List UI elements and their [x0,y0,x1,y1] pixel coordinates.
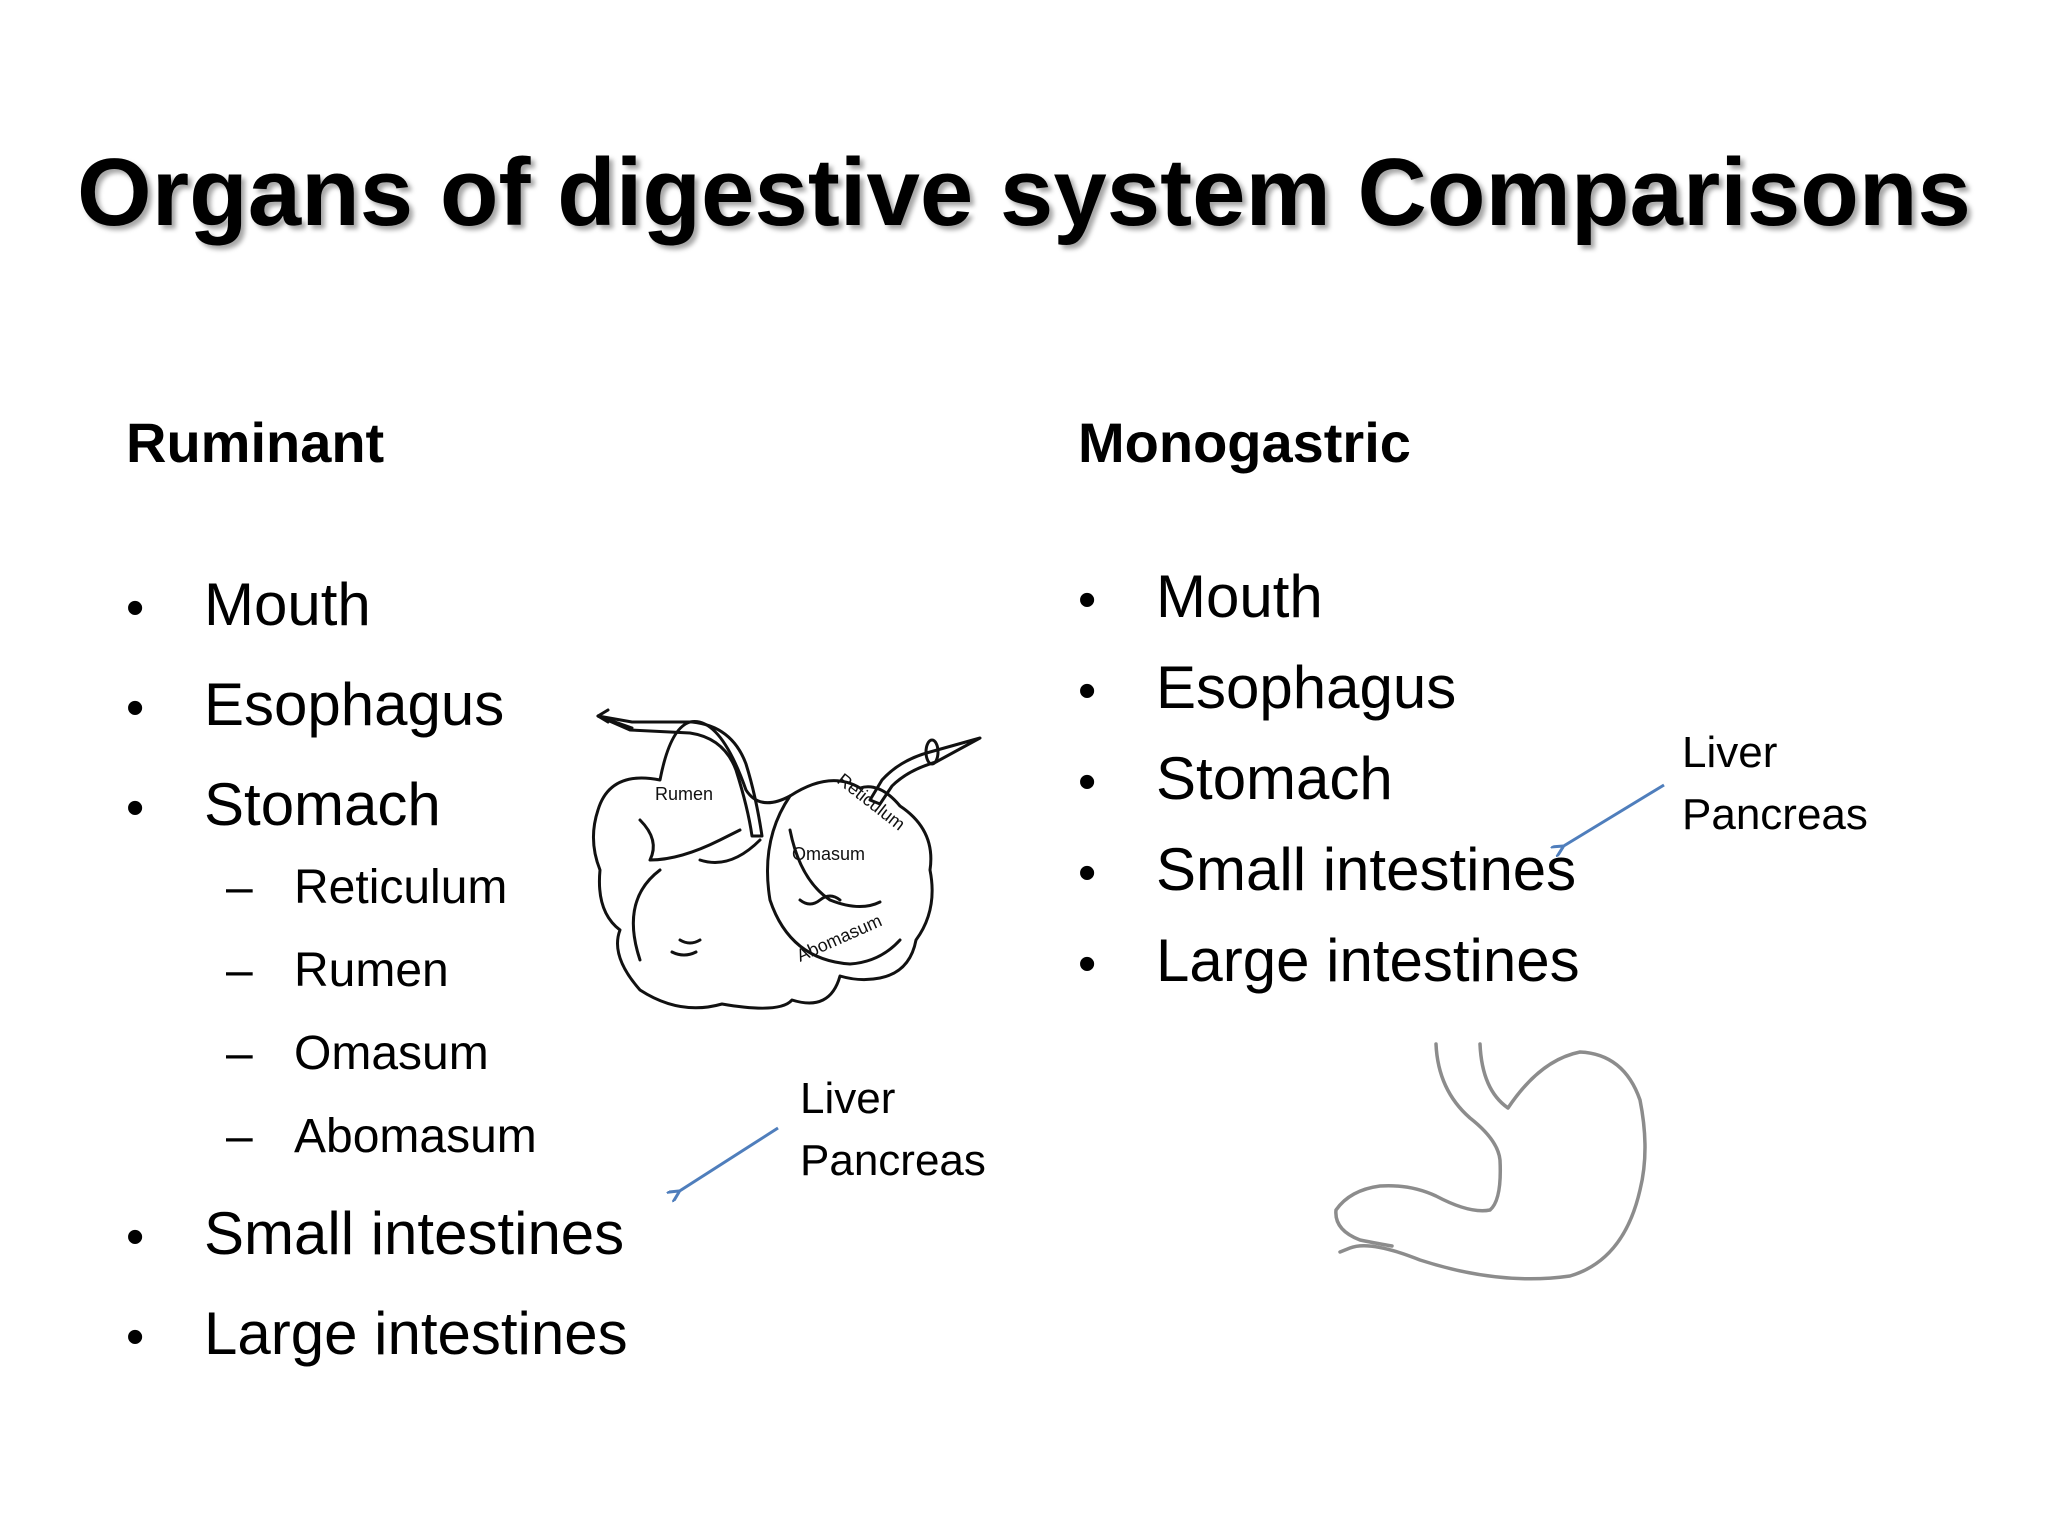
omasum-diagram-label: Omasum [792,844,865,864]
list-item: •Esophagus [1078,654,1457,721]
monogastric-heading: Monogastric [1078,411,1411,474]
entry-arrowhead-icon [596,708,610,724]
dash-icon: – [226,1110,253,1163]
list-item: –Rumen [226,944,449,997]
esophagus-tube-shape [596,714,764,838]
ruminant-heading: Ruminant [126,411,385,474]
rumen-fold-shape [698,838,762,864]
list-item: –Abomasum [226,1110,537,1163]
ruminant-accessory-note: Liver Pancreas [800,1074,986,1185]
bullet-icon: • [126,1308,145,1366]
list-item: •Mouth [126,571,371,638]
ruminant-arrow-icon [678,1126,779,1192]
monogastric-stomach-diagram [1334,1042,1647,1281]
abomasum-diagram-label: Abomasum [793,910,884,965]
omasum-boundary-shape [788,828,882,908]
bullet-icon: • [1078,571,1097,629]
list-item: •Esophagus [126,671,505,738]
right-tube-shape [868,736,982,806]
ruminant-list: •Mouth •Esophagus •Stomach –Reticulum –R… [126,570,628,1399]
rumen-fold-shape [638,818,742,862]
bullet-icon: • [126,1208,145,1266]
bullet-icon: • [1078,662,1097,720]
monogastric-accessory-note: Liver Pancreas [1682,728,1868,839]
dash-icon: – [226,1027,253,1080]
tube-opening-shape [924,738,940,766]
abomasum-boundary-shape [766,794,902,966]
dash-icon: – [226,861,253,914]
rumen-fold-shape [670,938,702,957]
list-item: •Large intestines [126,1300,628,1367]
dash-icon: – [226,944,253,997]
list-item: •Stomach [1078,745,1393,812]
list-item: •Stomach [126,771,441,838]
list-item: –Omasum [226,1027,489,1080]
omasum-fold-shape [798,894,842,906]
monogastric-list: •Mouth •Esophagus •Stomach •Small intest… [1078,562,1580,1017]
stomach-outline-shape [592,720,934,1010]
bullet-icon: • [1078,844,1097,902]
ruminant-stomach-diagram [592,708,982,1010]
list-item: •Large intestines [1078,927,1580,994]
bullet-icon: • [1078,935,1097,993]
list-item: •Small intestines [1078,836,1577,903]
slide-title: Organs of digestive system Comparisons [77,139,1971,246]
stomach-outer-curve-shape [1338,1042,1647,1281]
monogastric-arrow-icon [1562,783,1665,847]
list-item: •Small intestines [126,1200,625,1267]
rumen-fold-shape [631,868,662,962]
list-item: •Mouth [1078,563,1323,630]
bullet-icon: • [126,779,145,837]
stomach-inner-curve-shape [1334,1042,1503,1248]
rumen-diagram-label: Rumen [655,784,713,804]
bullet-icon: • [126,579,145,637]
bullet-icon: • [126,679,145,737]
list-item: –Reticulum [226,861,508,914]
bullet-icon: • [1078,753,1097,811]
